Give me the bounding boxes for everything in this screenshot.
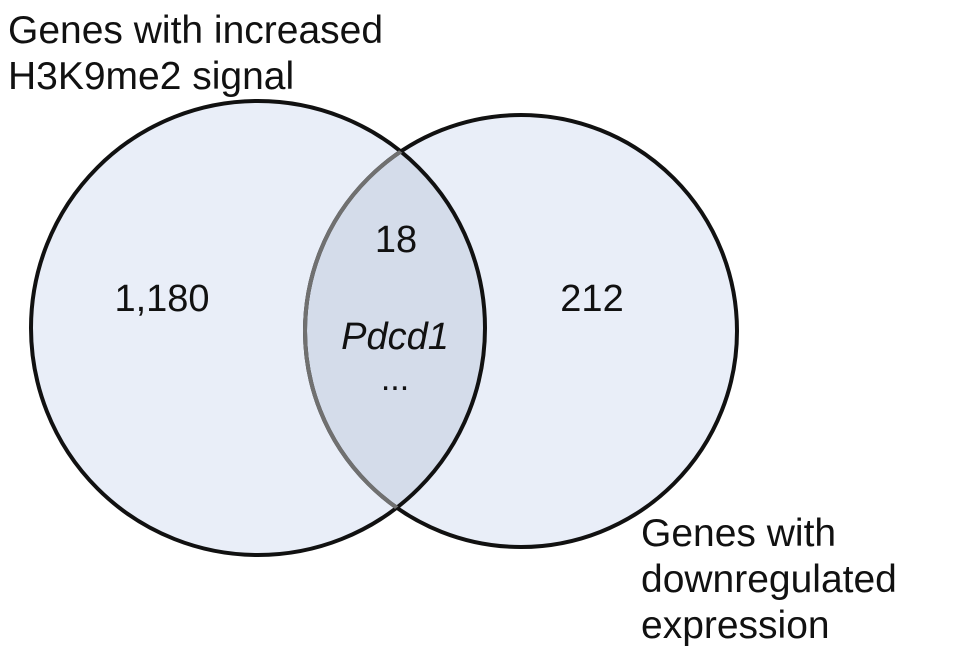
left-set-label: Genes with increased H3K9me2 signal	[8, 8, 383, 100]
left-set-label-line-1: Genes with increased	[8, 9, 384, 52]
right-set-label: Genes with downregulated expression	[641, 511, 897, 649]
right-set-label-line-2: downregulated	[641, 558, 897, 601]
left-set-circle-outline	[29, 99, 487, 557]
overlap-count: 18	[375, 219, 417, 261]
left-set-label-line-2: H3K9me2 signal	[8, 55, 295, 98]
overlap-region	[305, 115, 485, 547]
overlap-ellipsis: ...	[381, 360, 409, 398]
overlap-inner-arc	[303, 113, 485, 549]
left-only-count: 1,180	[114, 278, 209, 320]
overlap-example-gene: Pdcd1	[341, 316, 449, 358]
right-set-label-line-1: Genes with	[641, 512, 837, 555]
right-set-label-line-3: expression	[641, 604, 830, 647]
right-only-count: 212	[560, 278, 623, 320]
